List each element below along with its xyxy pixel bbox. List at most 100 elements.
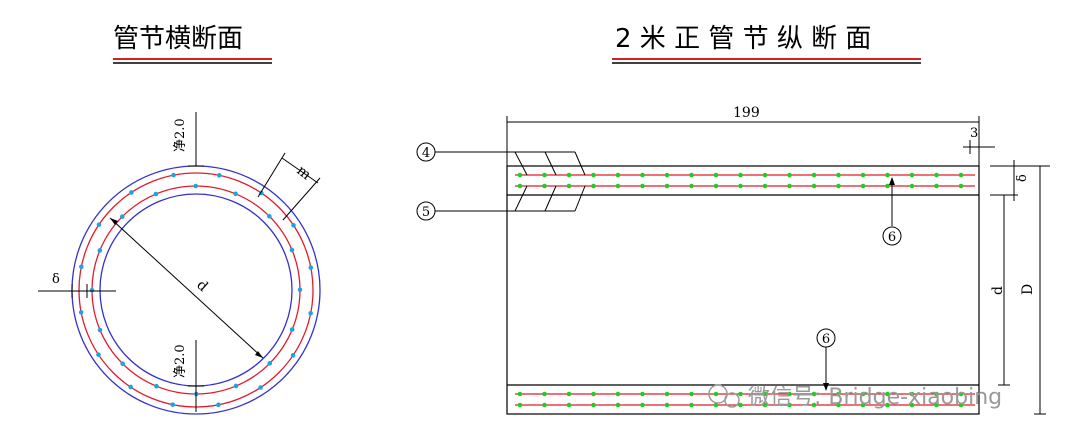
stirrup-dot [258,385,263,390]
callout-6a-circle [882,226,902,246]
stirrup-dot [664,402,670,408]
cross-section-drawing: 净2.0 净2.0 d m δ [38,112,321,415]
callout-5-ref-2 [544,185,557,212]
stirrup-dot [591,391,596,397]
stirrup-dot [615,391,621,397]
delta-label-long: δ [1015,174,1030,182]
m-ext-line-1 [257,152,286,198]
m-ext-line-2 [282,177,321,221]
stirrup-dot [762,183,768,189]
d-label-long: d [990,286,1006,295]
callout-6a-arrow [889,177,895,185]
stirrup-dot [96,352,101,357]
stirrup-dot [289,327,295,332]
stirrup-dot [154,383,159,389]
stirrup-dot [811,172,817,178]
stirrup-dot [713,402,719,408]
stirrup-dot [689,391,694,397]
cross-section-title: 管节横断面 [113,24,243,54]
stirrup-dot [787,402,792,408]
stirrup-dot [129,190,134,195]
callout-6b-arrow [823,383,829,391]
stirrup-dot [96,222,102,227]
m-dim-line [281,157,319,184]
stirrup-dot [120,361,125,367]
stirrup-dot [860,391,866,397]
wechat-icon [708,384,728,404]
stirrup-dot [762,172,768,178]
stirrup-dot [860,402,866,408]
stirrup-dot [97,327,103,333]
stirrup-dot [542,402,547,408]
stirrup-dot [787,391,792,397]
callout-5-label: 5 [422,205,430,220]
stirrup-dot [762,402,768,408]
stirrup-dot [738,183,743,189]
stirrup-dot [664,172,670,178]
stirrup-dot [713,391,719,397]
callout-6b-label: 6 [822,332,830,347]
callout-4-ref-1 [514,151,528,176]
clear-cover-bottom-label: 净2.0 [173,344,188,378]
stirrup-dot [811,183,817,189]
stirrup-dot [591,402,596,408]
stirrup-dot [119,214,125,219]
stirrup-dot [836,402,841,408]
stirrup-dot [958,402,964,408]
stirrup-dot [713,183,719,189]
stirrup-dot [128,384,133,390]
stirrup-dots-long [517,172,964,408]
stirrup-dot [664,183,670,189]
stirrup-dot [297,287,303,293]
longitudinal-title: 2 米 正 管 节 纵 断 面 [615,24,871,54]
stirrup-dot [78,310,84,315]
stirrup-dots-cross [78,172,314,408]
stirrup-dot [591,183,596,189]
stirrup-dot [860,183,866,189]
callout-4-ref-2 [544,151,557,176]
stirrup-dot [958,391,964,397]
callout-5-ref-1 [514,185,528,212]
stirrup-dot [97,248,103,253]
stirrup-dot [909,391,915,397]
stirrup-dot [566,183,572,189]
callout-4-ref-3 [574,151,586,176]
stirrup-dot [216,173,222,178]
stirrup-dot [689,172,694,178]
stirrup-dot [89,287,95,293]
pipe-body-outline [506,165,980,415]
stirrup-dot [517,172,523,178]
gap-label: 3 [970,126,978,141]
length-label: 199 [733,105,760,121]
stirrup-dot [762,391,768,397]
callout-4-label: 4 [422,146,430,161]
stirrup-dot [640,172,645,178]
stirrup-dot [517,402,523,408]
stirrup-dot [308,310,313,316]
stirrup-dot [566,402,572,408]
stirrup-dot [909,183,915,189]
D-label: D [1020,284,1036,295]
stirrup-dot [640,391,645,397]
stirrup-dot [689,183,694,189]
stirrup-dot [860,172,866,178]
stirrup-dot [216,402,221,408]
longitudinal-drawing: 199 3 4 5 6 6 [416,105,1050,415]
stirrup-dot [885,172,890,178]
stirrup-dot [934,391,939,397]
wechat-icon-bubble [724,392,740,408]
watermark-text: 微信号: Bridge-xiaobing [748,385,1002,410]
stirrup-dot [233,383,239,389]
callout-6a-label: 6 [888,230,896,245]
stirrup-dot [542,172,547,178]
stirrup-dot [836,183,841,189]
stirrup-dot [193,183,199,189]
stirrup-dot [787,183,792,189]
stirrup-dot [934,183,939,189]
stirrup-dot [664,391,670,397]
stirrup-dot [909,172,915,178]
callout-5-ref-3 [574,185,586,212]
stirrup-dot [787,172,792,178]
diameter-arrow-start [110,218,118,225]
